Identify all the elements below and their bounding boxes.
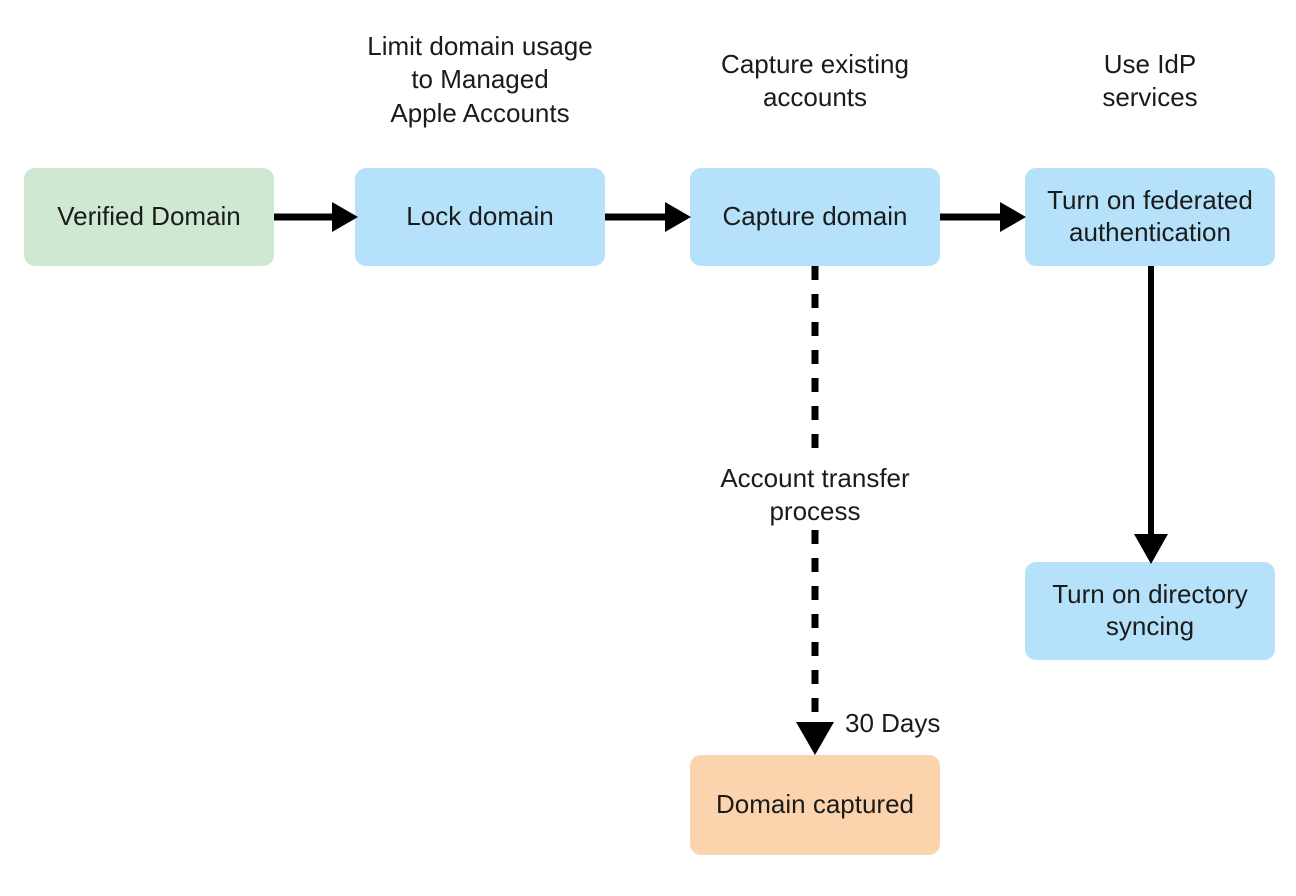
node-lock-domain[interactable]: Lock domain (355, 168, 605, 266)
node-verified-domain[interactable]: Verified Domain (24, 168, 274, 266)
edge-label-30-days: 30 Days (845, 708, 941, 738)
caption-capture-existing-accounts: Capture existing accounts (721, 49, 909, 113)
arrow-verified-domain-to-lock-domain (274, 202, 358, 232)
node-domain-captured[interactable]: Domain captured (690, 755, 940, 855)
dashed-line-capture-domain-upper (811, 266, 819, 460)
node-turn-on-directory-syncing[interactable]: Turn on directory syncing (1025, 562, 1275, 660)
node-capture-domain[interactable]: Capture domain (690, 168, 940, 266)
caption-limit-domain-usage: Limit domain usage to Managed Apple Acco… (367, 31, 593, 128)
caption-use-idp-services: Use IdP services (1102, 49, 1198, 113)
arrow-lock-domain-to-capture-domain (605, 202, 691, 232)
arrow-federated-authentication-to-directory-syncing (1134, 266, 1168, 564)
dashed-arrow-to-domain-captured (796, 530, 834, 755)
edge-label-account-transfer-process: Account transfer process (720, 463, 910, 527)
node-turn-on-federated-authentication[interactable]: Turn on federated authentication (1025, 168, 1275, 266)
arrow-capture-domain-to-federated-authentication (940, 202, 1026, 232)
